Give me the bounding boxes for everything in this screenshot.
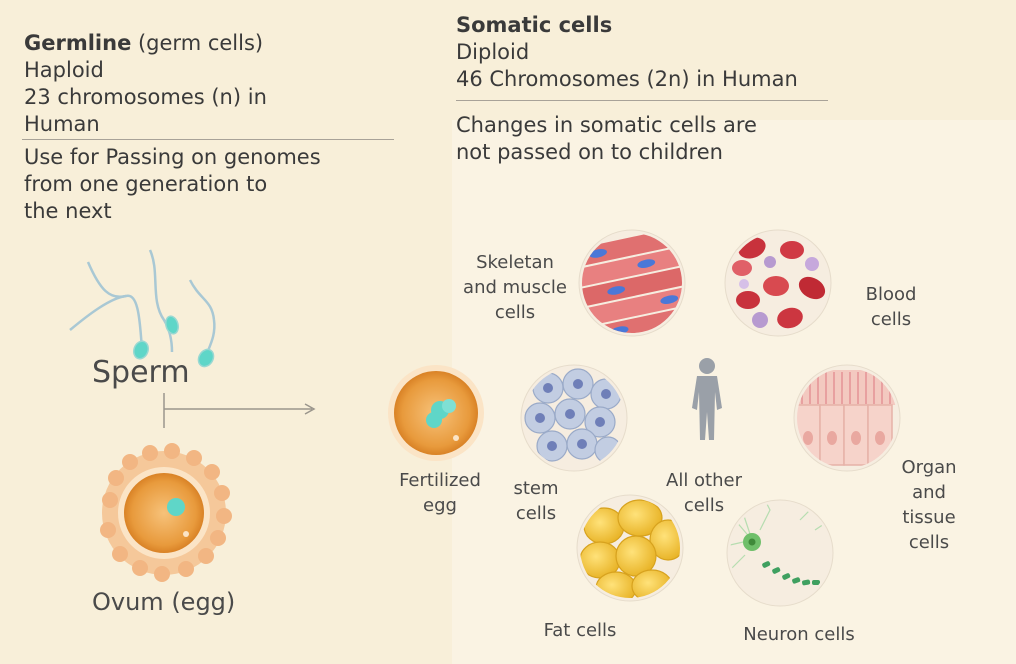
- organ-tissue-cells-label-line2: and: [912, 482, 946, 503]
- germline-description: Use for Passing on genomes from one gene…: [24, 144, 321, 225]
- somatic-divider: [456, 100, 828, 101]
- blood-cells-label-line1: Blood: [865, 284, 917, 305]
- somatic-desc-line2: not passed on to children: [456, 140, 723, 164]
- germline-desc-line3: the next: [24, 199, 112, 223]
- ovum-label: Ovum (egg): [92, 588, 236, 616]
- somatic-info: Somatic cells Diploid 46 Chromosomes (2n…: [456, 12, 798, 93]
- sperm-label: Sperm: [92, 355, 190, 390]
- germline-desc-line2: from one generation to: [24, 172, 268, 196]
- fertilized-egg-label-line2: egg: [423, 495, 457, 516]
- blood-cells-illustration: [724, 229, 832, 337]
- muscle-cells-illustration: [572, 226, 692, 343]
- organ-tissue-cells-label: Organ and tissue cells: [884, 455, 974, 555]
- skeletal-muscle-label-line3: cells: [494, 302, 536, 323]
- fertilized-egg-label-line1: Fertilized: [399, 470, 481, 491]
- stem-cells-label-line1: stem: [513, 478, 559, 499]
- organ-tissue-cells-illustration: [793, 364, 901, 472]
- germline-desc-line1: Use for Passing on genomes: [24, 145, 321, 169]
- somatic-chromosomes: 46 Chromosomes (2n) in Human: [456, 67, 798, 91]
- stem-cells-label: stem cells: [500, 476, 572, 526]
- germline-info: Germline (germ cells) Haploid 23 chromos…: [24, 30, 267, 138]
- fertilized-egg-label: Fertilized egg: [392, 468, 488, 518]
- somatic-ploidy: Diploid: [456, 40, 530, 64]
- fertilized-egg-illustration: [388, 365, 484, 461]
- skeletal-muscle-label: Skeletan and muscle cells: [452, 250, 578, 325]
- neuron-cells-label: Neuron cells: [743, 624, 855, 645]
- human-silhouette-icon: [692, 358, 722, 440]
- organ-tissue-cells-label-line3: tissue: [902, 507, 956, 528]
- stem-cells-illustration: [520, 364, 628, 472]
- fat-cells-label: Fat cells: [543, 620, 617, 641]
- all-other-cells-label-line2: cells: [683, 495, 725, 516]
- blood-cells-label-line2: cells: [870, 309, 912, 330]
- all-other-cells-label-line1: All other: [666, 470, 742, 491]
- skeletal-muscle-label-line1: Skeletan: [476, 252, 554, 273]
- organ-tissue-cells-label-line1: Organ: [901, 457, 957, 478]
- germline-divider: [22, 139, 394, 140]
- stem-cells-label-line2: cells: [515, 503, 557, 524]
- germline-species: Human: [24, 112, 100, 136]
- germline-title: Germline: [24, 31, 132, 55]
- somatic-title: Somatic cells: [456, 13, 613, 37]
- germline-title-suffix: (germ cells): [131, 31, 264, 55]
- germline-ploidy: Haploid: [24, 58, 104, 82]
- ovum-illustration: [100, 443, 232, 582]
- somatic-description: Changes in somatic cells are not passed …: [456, 112, 757, 166]
- skeletal-muscle-label-line2: and muscle: [463, 277, 567, 298]
- blood-cells-label: Blood cells: [852, 282, 930, 332]
- sperm-illustration: [69, 249, 216, 368]
- germline-chromosomes: 23 chromosomes (n) in: [24, 85, 267, 109]
- all-other-cells-label: All other cells: [652, 468, 756, 518]
- organ-tissue-cells-label-line4: cells: [908, 532, 950, 553]
- neuron-cells-illustration: [726, 499, 834, 607]
- somatic-desc-line1: Changes in somatic cells are: [456, 113, 757, 137]
- fertilization-arrow: [163, 393, 316, 428]
